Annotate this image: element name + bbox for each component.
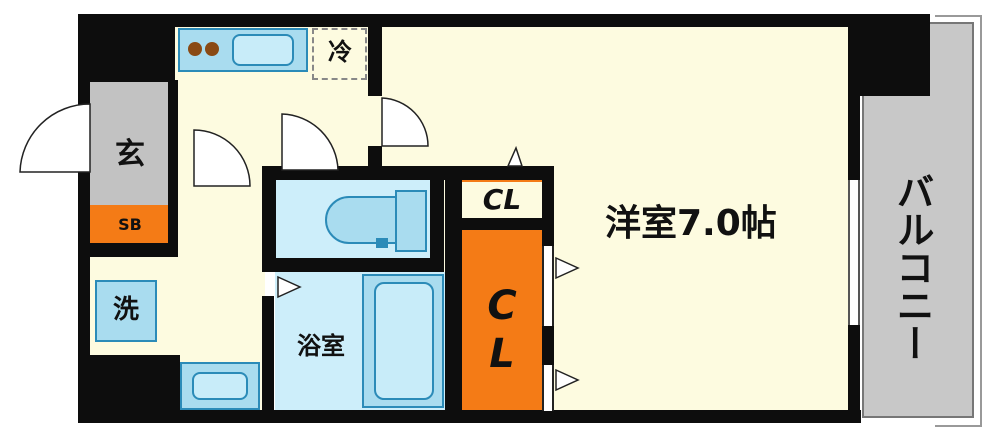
door-swing-icon [555,256,580,280]
washer-label: 洗 [112,295,139,325]
wall-closet-divider [445,218,553,230]
toilet-bowl [325,196,397,244]
door-swing-icon [506,145,524,167]
wall-bottom [78,410,861,423]
stove-burner-icon [188,42,202,56]
wall-sb-bottom [78,243,178,257]
entrance-floor [90,80,170,205]
wall-toilet-bottom [262,258,442,272]
wall-wet-left [262,166,276,260]
door-swing-icon [381,97,429,147]
door-swing-icon [555,368,580,392]
closet-large-label: C [487,283,517,329]
wall-left-mid [78,80,90,110]
closet-small-inner [462,182,542,218]
closet-large-label: L [489,331,515,377]
door-swing-icon [281,113,339,171]
entrance-label: 玄 [115,137,145,172]
wall-bottom-left-block [78,355,180,423]
wall-bath-left [262,296,274,413]
wall-toilet-right [430,166,444,272]
wall-closet-left [445,166,462,416]
wall-closet-right [542,166,554,246]
kitchen-sink [232,34,294,66]
wall-kitchen-right-lower [368,146,382,166]
shoe-box [90,205,170,245]
bathroom-label: 浴室 [297,332,345,360]
balcony-label: バルコニー [890,172,934,362]
closet-small-label: CL [482,183,522,216]
fridge-space [312,28,367,80]
western-room-label: 洋室7.0帖 [605,203,777,244]
washer-pan [95,280,157,342]
closet-door-line [542,246,554,326]
closet-large [462,230,542,410]
wall-top [78,14,861,27]
door-swing-icon [193,129,251,187]
wall-left-upper [78,14,175,82]
toilet-paper [376,238,388,248]
wall-kitchen-right [368,26,382,96]
door-swing-icon [19,103,91,173]
bathtub-inner [374,282,434,400]
wall-top-right-block [848,14,930,96]
door-swing-icon [277,275,302,299]
fridge-label: 冷 [328,38,352,66]
closet-door-line [542,365,554,411]
wall-entrance-right [168,80,178,256]
wall-closet-right-lower [542,325,554,365]
stove-burner-icon [205,42,219,56]
balcony-frame [935,15,982,427]
toilet-tank [395,190,427,252]
balcony-window [848,180,860,325]
shoe-box-label: SB [118,215,142,234]
washbasin-bowl [192,372,248,400]
